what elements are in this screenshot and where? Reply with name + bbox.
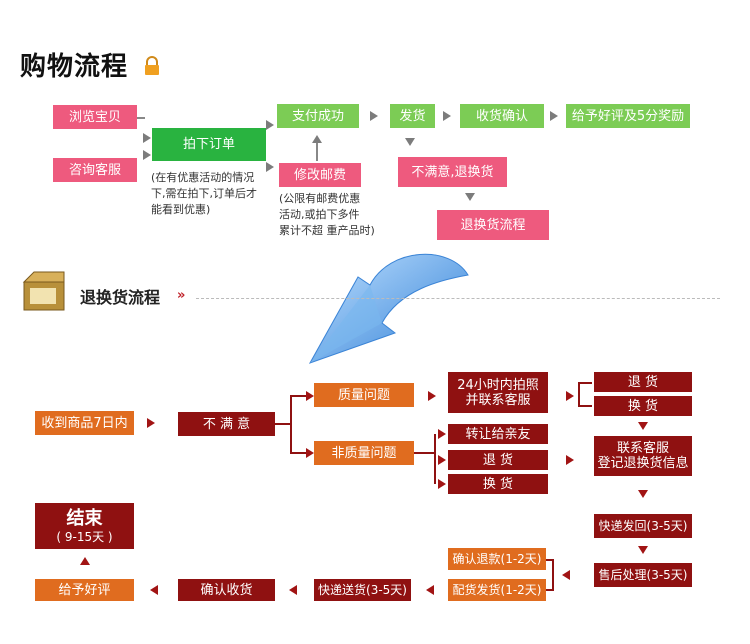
lock-icon — [143, 56, 161, 75]
confirm-receive-node: 确认收货 — [178, 579, 275, 601]
exchange2-node: 换 货 — [448, 474, 548, 494]
unsatisfied-node: 不 满 意 — [178, 412, 275, 436]
connector-line — [434, 434, 436, 484]
refund-node: 确认退款(1-2天) — [448, 548, 546, 570]
arrow-right-icon — [428, 391, 436, 401]
consult-node: 咨询客服 — [53, 158, 137, 182]
connector-line — [414, 452, 434, 454]
express-back-node: 快递发回(3-5天) — [594, 514, 692, 538]
arrow-left-icon — [289, 585, 297, 595]
connector-line — [546, 559, 554, 561]
fee-note: (公限有邮费优惠 活动,或拍下多件 累计不超 重产品时) — [279, 192, 375, 237]
ship-node: 发货 — [390, 104, 435, 128]
double-chevron-icon: » — [177, 288, 186, 303]
divider — [196, 298, 720, 299]
photo-line1: 24小时内拍照 — [457, 377, 539, 393]
after-sale-node: 售后处理(3-5天) — [594, 563, 692, 587]
connector-line — [290, 395, 292, 454]
arrow-down-icon — [638, 422, 648, 430]
arrow-up-icon — [312, 135, 322, 143]
arrow-right-icon — [550, 111, 558, 121]
arrow-down-icon — [405, 138, 415, 146]
arrow-right-icon — [143, 133, 151, 143]
arrow-right-icon — [438, 429, 446, 439]
return-node: 退 货 — [594, 372, 692, 392]
quality-issue-node: 质量问题 — [314, 383, 414, 407]
arrow-down-icon — [465, 193, 475, 201]
connector-line — [546, 589, 554, 591]
big-curved-arrow-icon — [300, 245, 475, 370]
unsatisfied-node: 不满意,退换货 — [398, 157, 507, 187]
connector-line — [578, 382, 592, 384]
arrow-right-icon — [266, 162, 274, 172]
end-node: 结束 ( 9-15天 ) — [35, 503, 134, 549]
paid-node: 支付成功 — [277, 104, 359, 128]
connector-line — [552, 559, 554, 590]
product-box-icon — [20, 270, 68, 314]
contact-register-node: 联系客服 登记退换货信息 — [594, 436, 692, 476]
arrow-down-icon — [638, 546, 648, 554]
connector-line — [578, 405, 592, 407]
contact-line1: 联系客服 — [616, 441, 669, 456]
end-title: 结束 — [66, 507, 103, 529]
review-node: 给予好评及5分奖励 — [566, 104, 690, 128]
connector-line — [578, 382, 580, 406]
return-flow-node: 退换货流程 — [437, 210, 549, 240]
order-node: 拍下订单 — [152, 128, 266, 161]
modify-fee-node: 修改邮费 — [279, 163, 361, 187]
arrow-right-icon — [370, 111, 378, 121]
return-flow-title: 退换货流程 — [80, 288, 161, 307]
arrow-right-icon — [443, 111, 451, 121]
arrow-left-icon — [562, 570, 570, 580]
express-send-node: 快递送货(3-5天) — [314, 579, 411, 601]
transfer-node: 转让给亲友 — [448, 424, 548, 444]
connector-line — [290, 452, 306, 454]
end-sub: ( 9-15天 ) — [56, 529, 113, 544]
arrow-right-icon — [143, 150, 151, 160]
arrow-left-icon — [426, 585, 434, 595]
arrow-right-icon — [147, 418, 155, 428]
photo-line2: 并联系客服 — [465, 392, 531, 408]
arrow-left-icon — [150, 585, 158, 595]
exchange-node: 换 货 — [594, 396, 692, 416]
arrow-right-icon — [438, 455, 446, 465]
arrow-up-icon — [80, 557, 90, 565]
connector-line — [137, 117, 145, 119]
shopping-flow-title: 购物流程 — [20, 52, 129, 82]
connector-line — [316, 143, 318, 161]
arrow-down-icon — [638, 490, 648, 498]
order-note: (在有优惠活动的情况 下,需在拍下,订单后才 能看到优惠) — [151, 171, 257, 216]
connector-line — [290, 395, 306, 397]
arrow-right-icon — [566, 455, 574, 465]
browse-node: 浏览宝贝 — [53, 105, 137, 129]
received-node: 收到商品7日内 — [35, 411, 134, 435]
photo-contact-node: 24小时内拍照 并联系客服 — [448, 372, 548, 413]
confirm-receipt-node: 收货确认 — [460, 104, 544, 128]
connector-line — [275, 423, 290, 425]
good-review-node: 给予好评 — [35, 579, 134, 601]
arrow-right-icon — [306, 391, 314, 401]
contact-line2: 登记退换货信息 — [597, 456, 689, 471]
dispatch-node: 配货发货(1-2天) — [448, 579, 546, 601]
arrow-right-icon — [266, 120, 274, 130]
arrow-right-icon — [438, 479, 446, 489]
arrow-right-icon — [306, 448, 314, 458]
return2-node: 退 货 — [448, 450, 548, 470]
arrow-right-icon — [566, 391, 574, 401]
non-quality-issue-node: 非质量问题 — [314, 441, 414, 465]
